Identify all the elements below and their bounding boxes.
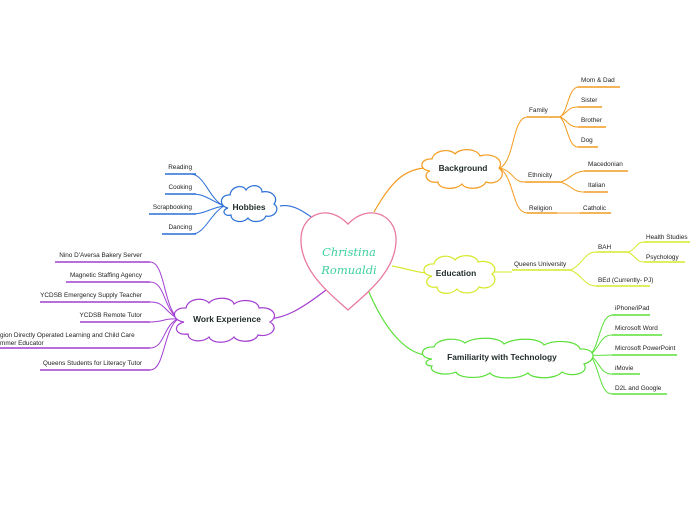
education-title: Education — [436, 268, 476, 278]
ethnicity-label[interactable]: Ethnicity — [528, 172, 553, 179]
hobbies-title: Hobbies — [232, 202, 265, 212]
link-tech — [367, 289, 426, 356]
work-item[interactable]: mmer Educator — [0, 340, 45, 347]
link-work — [267, 289, 327, 320]
link-education — [391, 265, 427, 274]
work-title: Work Experience — [193, 314, 261, 324]
family-item[interactable]: Mom & Dad — [581, 77, 615, 84]
work-item[interactable]: YCDSB Remote Tutor — [79, 312, 142, 319]
religion-label[interactable]: Religion — [529, 205, 553, 212]
education-school[interactable]: Queens University — [514, 261, 567, 268]
work-item[interactable]: Magnetic Staffing Agency — [70, 272, 143, 279]
hobby-item[interactable]: Dancing — [169, 224, 193, 231]
work-item[interactable]: YCDSB Emergency Supply Teacher — [40, 292, 143, 299]
family-item[interactable]: Brother — [581, 117, 603, 124]
ethnicity-item[interactable]: Italian — [588, 182, 605, 189]
degree-bah[interactable]: BAH — [598, 244, 612, 251]
center-name-first: Christina — [322, 245, 376, 259]
tech-item[interactable]: D2L and Google — [615, 385, 662, 392]
background-title: Background — [439, 163, 488, 173]
family-item[interactable]: Dog — [581, 137, 593, 144]
family-label[interactable]: Family — [529, 107, 549, 114]
work-cloud[interactable] — [173, 297, 275, 343]
bah-item[interactable]: Health Studies — [646, 234, 688, 241]
bah-item[interactable]: Psychology — [646, 254, 679, 261]
work-item[interactable]: gion Directly Operated Learning and Chil… — [0, 332, 135, 339]
tech-cloud[interactable] — [421, 337, 594, 379]
center-name-last: Romualdi — [320, 263, 377, 277]
tech-item[interactable]: Microsoft PowerPoint — [615, 345, 676, 352]
family-item[interactable]: Sister — [581, 97, 598, 104]
tech-item[interactable]: Microsoft Word — [615, 325, 658, 332]
religion-item[interactable]: Catholic — [583, 205, 607, 212]
hobbies-cloud[interactable] — [220, 185, 278, 223]
link-background — [373, 167, 425, 213]
center-heart[interactable] — [300, 212, 397, 311]
background-cloud[interactable] — [421, 149, 503, 189]
hobby-item[interactable]: Scrapbooking — [153, 204, 193, 211]
tech-item[interactable]: iMovie — [615, 365, 634, 372]
hobby-item[interactable]: Cooking — [169, 184, 193, 191]
hobby-item[interactable]: Reading — [168, 164, 192, 171]
work-item[interactable]: Nino D'Aversa Bakery Server — [59, 252, 143, 259]
tech-item[interactable]: iPhone/iPad — [615, 305, 650, 312]
education-cloud[interactable] — [423, 255, 496, 294]
degree-bed[interactable]: BEd (Currently- PJ) — [598, 277, 653, 284]
ethnicity-item[interactable]: Macedonian — [588, 161, 623, 168]
tech-title: Familiarity with Technology — [447, 352, 557, 362]
work-item[interactable]: Queens Students for Literacy Tutor — [43, 360, 143, 367]
